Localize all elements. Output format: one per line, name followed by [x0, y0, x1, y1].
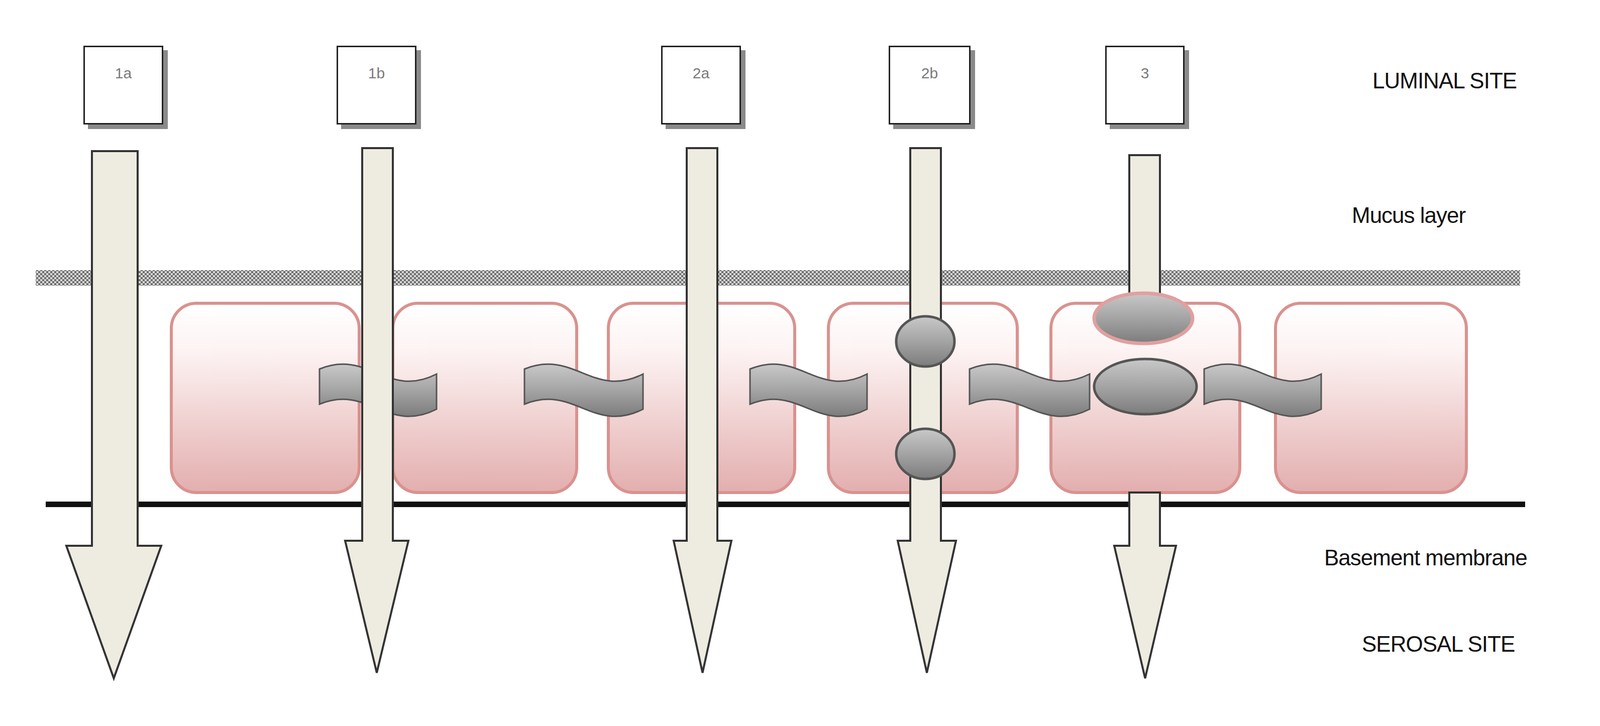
arrow-shaft	[1129, 155, 1160, 297]
vesicle	[1094, 359, 1197, 415]
tight-junction	[969, 364, 1090, 417]
vesicle	[1094, 293, 1193, 344]
callout-number: 3	[1106, 64, 1184, 82]
transport-arrow	[673, 148, 732, 674]
callout-number: 1a	[84, 64, 162, 82]
carriers	[896, 293, 1197, 480]
transport-arrow	[1114, 492, 1177, 679]
callout-box: 1a	[83, 45, 164, 125]
transport-arrow	[345, 148, 409, 674]
region-label: Basement membrane	[1324, 545, 1528, 571]
region-label: SEROSAL SITE	[1361, 631, 1515, 658]
basement-membrane	[45, 501, 1526, 508]
transport-arrow	[66, 151, 162, 679]
region-label: LUMINAL SITE	[1372, 68, 1517, 94]
callout-box: 1b	[336, 45, 417, 125]
callout-number: 2a	[662, 64, 740, 82]
tight-junction	[1204, 364, 1322, 417]
region-label: Mucus layer	[1351, 202, 1466, 229]
carrier	[896, 429, 955, 480]
callout-number: 1b	[338, 64, 415, 82]
mucus-layer	[35, 270, 1521, 286]
transport-arrow	[897, 148, 956, 674]
callout-box: 2a	[661, 45, 741, 125]
callout-number: 2b	[890, 64, 970, 82]
callout-box: 2b	[888, 45, 971, 125]
carrier	[896, 316, 955, 367]
callout-box: 3	[1105, 45, 1185, 125]
tight-junction	[750, 364, 868, 417]
transport-arrows	[66, 148, 1177, 679]
tight-junction	[524, 364, 644, 417]
